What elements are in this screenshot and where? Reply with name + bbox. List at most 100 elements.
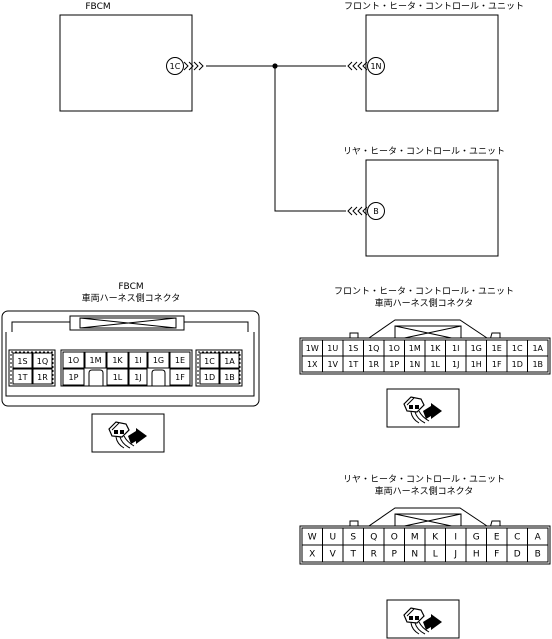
- front-unit-terminal-label: 1N: [370, 62, 381, 71]
- rear-pin-cell: [527, 544, 549, 563]
- rear-unit-box: [365, 159, 499, 257]
- fbcm-connector: FBCM 車両ハーネス側コネクタ 1S 1Q 1T 1R: [1, 282, 260, 453]
- fbcm-middle-block: 1O 1M 1K 1I 1G 1E 1P 1L 1J 1F: [60, 349, 193, 387]
- fbcm-pin: 1S: [17, 357, 27, 366]
- front-pin: 1W: [306, 344, 319, 353]
- fbcm-pin: 1R: [37, 373, 48, 382]
- fbcm-terminal: [166, 57, 184, 75]
- rear-pin: L: [433, 550, 438, 560]
- front-pin: 1Q: [368, 344, 379, 353]
- rear-pin: W: [308, 533, 317, 543]
- rear-connector-subtitle: 車両ハーネス側コネクタ: [375, 485, 474, 497]
- connector-probe-icon: [386, 388, 460, 428]
- front-pin: 1M: [409, 344, 421, 353]
- fbcm-connector-title: FBCM: [118, 282, 143, 292]
- rear-pin: P: [392, 550, 398, 560]
- front-connector: フロント・ヒータ・コントロール・ユニット 車両ハーネス側コネクタ 1W 1U 1S 1…: [299, 286, 551, 428]
- rear-pin: B: [535, 550, 541, 560]
- front-pin-cell: [527, 355, 549, 373]
- rear-pin: E: [494, 533, 500, 543]
- fbcm-right-lock-block: 1C 1A 1D 1B: [195, 349, 243, 387]
- rear-pin: K: [432, 533, 439, 543]
- rear-connector-chevron: [347, 206, 368, 216]
- connector-probe-icon: [386, 599, 460, 639]
- fbcm-pin: 1E: [175, 356, 185, 365]
- front-connector-title: フロント・ヒータ・コントロール・ユニット: [334, 286, 514, 297]
- front-unit-terminal: [367, 57, 385, 75]
- fbcm-pin: 1M: [90, 356, 102, 365]
- rear-pin: N: [411, 550, 418, 560]
- rear-pin: T: [350, 550, 357, 560]
- front-pin: 1A: [532, 344, 543, 353]
- front-pin: 1T: [348, 360, 358, 369]
- rear-unit-terminal-label: B: [373, 207, 379, 216]
- rear-pin: A: [535, 533, 542, 543]
- front-connector-chevron: [347, 61, 368, 71]
- fbcm-pin: 1J: [134, 373, 141, 382]
- rear-unit-label: リヤ・ヒータ・コントロール・ユニット: [343, 146, 505, 157]
- front-pin: 1O: [389, 344, 400, 353]
- front-pin: 1D: [512, 360, 523, 369]
- fbcm-pin: 1D: [204, 373, 215, 382]
- fbcm-pin: 1T: [18, 373, 28, 382]
- rear-pin: I: [454, 533, 457, 543]
- fbcm-connector-subtitle: 車両ハーネス側コネクタ: [82, 292, 181, 304]
- rear-unit-terminal: [367, 202, 385, 220]
- rear-pin: G: [473, 533, 480, 543]
- rear-pin: H: [473, 550, 480, 560]
- fbcm-pin: 1K: [112, 356, 123, 365]
- fbcm-pin: 1A: [224, 357, 235, 366]
- fbcm-pin: 1I: [134, 356, 141, 365]
- fbcm-pin: 1L: [113, 373, 123, 382]
- rear-pin: R: [371, 550, 377, 560]
- rear-pin: X: [309, 550, 315, 560]
- fbcm-pin: 1Q: [37, 357, 48, 366]
- front-pin: 1S: [348, 344, 358, 353]
- front-pin: 1L: [430, 360, 440, 369]
- rear-pin: U: [329, 533, 336, 543]
- wire-branch: [274, 66, 346, 212]
- wire-junction: [272, 63, 278, 69]
- front-pin: 1E: [492, 344, 502, 353]
- front-pin: 1H: [471, 360, 482, 369]
- front-pin: 1G: [471, 344, 482, 353]
- fbcm-pin: 1F: [175, 373, 185, 382]
- front-pin: 1B: [532, 360, 543, 369]
- rear-pin: O: [391, 533, 398, 543]
- rear-pin: C: [514, 533, 520, 543]
- front-pin: 1U: [327, 344, 338, 353]
- fbcm-left-lock-block: 1S 1Q 1T 1R: [8, 349, 56, 387]
- rear-pin: M: [411, 533, 419, 543]
- rear-pin: V: [330, 550, 337, 560]
- fbcm-connector-chevron: [183, 61, 204, 71]
- fbcm-pin: 1B: [224, 373, 235, 382]
- wiring-section: FBCM 1C フロント・ヒータ・コントロール・ユニット 1N リヤ・ヒータ・コ…: [59, 1, 524, 257]
- front-pin: 1X: [307, 360, 318, 369]
- front-unit-label: フロント・ヒータ・コントロール・ユニット: [344, 1, 524, 12]
- fbcm-pin: 1O: [68, 356, 79, 365]
- fbcm-pin: 1G: [153, 356, 164, 365]
- front-pin: 1N: [409, 360, 420, 369]
- rear-connector-title: リヤ・ヒータ・コントロール・ユニット: [343, 474, 505, 485]
- front-pin: 1C: [512, 344, 523, 353]
- front-pin: 1F: [492, 360, 502, 369]
- front-pin: 1P: [389, 360, 399, 369]
- connector-probe-icon: [91, 413, 165, 453]
- front-unit-box: [365, 14, 499, 112]
- fbcm-pin: 1P: [69, 373, 79, 382]
- fbcm-label: FBCM: [85, 2, 110, 12]
- front-pin: 1R: [368, 360, 379, 369]
- front-pin: 1J: [452, 360, 459, 369]
- rear-pin: F: [494, 550, 499, 560]
- front-pin: 1K: [430, 344, 441, 353]
- fbcm-pin: 1C: [204, 357, 215, 366]
- rear-pin: Q: [370, 533, 377, 543]
- front-pin: 1V: [327, 360, 338, 369]
- rear-pin: D: [514, 550, 521, 560]
- front-connector-subtitle: 車両ハーネス側コネクタ: [375, 297, 474, 309]
- rear-pin: J: [453, 550, 457, 560]
